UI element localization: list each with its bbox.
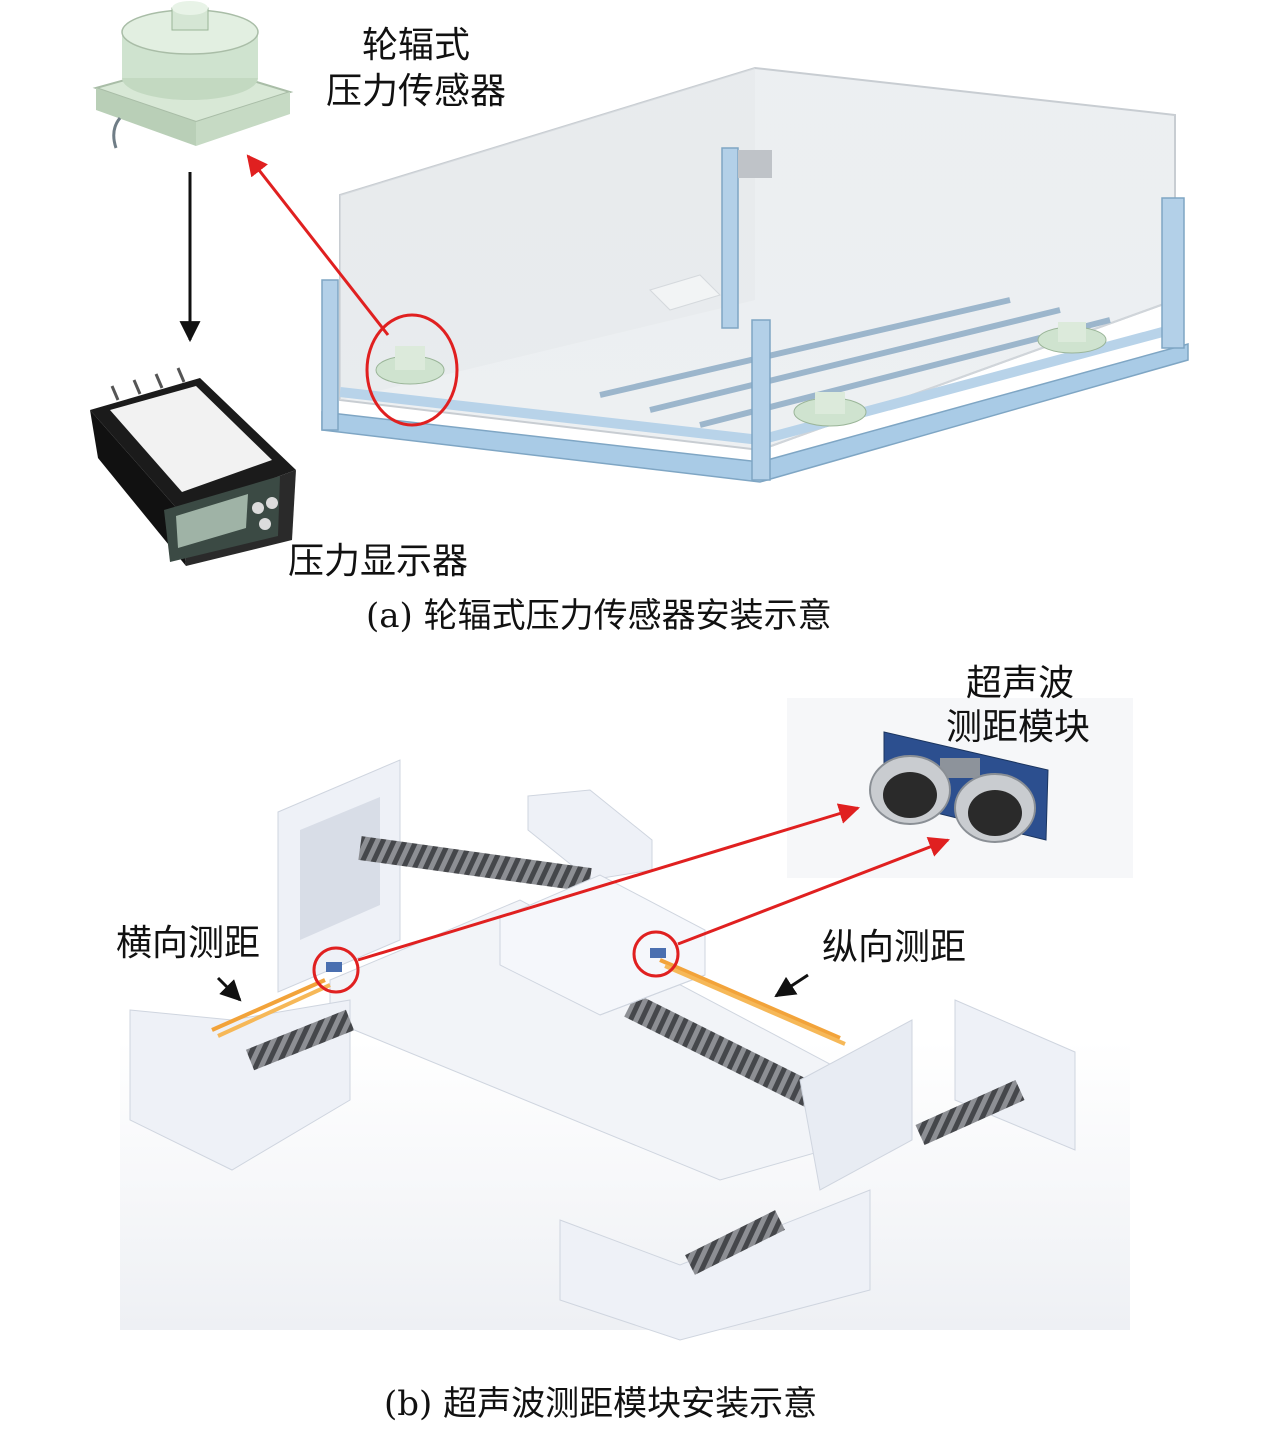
module-label-line2: 测距模块 <box>946 707 1091 748</box>
rail-right <box>915 999 1076 1151</box>
rail-block-front-right <box>799 1019 913 1191</box>
pressure-display-illustration <box>90 367 296 566</box>
sensor-label-line1: 轮辐式 <box>362 25 471 66</box>
arrow-longitudinal-to-module <box>677 836 950 946</box>
panel-a <box>90 1 1189 566</box>
lateral-beam <box>211 978 331 1038</box>
arrow-lateral-to-module <box>357 803 861 962</box>
arrow-circle-to-sensor <box>246 154 390 336</box>
lateral-label: 横向测距 <box>116 923 261 964</box>
panel-b <box>120 698 1133 1341</box>
lateral-sensor <box>326 962 342 972</box>
longitudinal-label: 纵向测距 <box>822 927 967 968</box>
caption-a: (a) 轮辐式压力传感器安装示意 <box>366 596 832 636</box>
sensor-label-line2: 压力传感器 <box>326 71 507 112</box>
arrow-lateral-label <box>216 976 242 1002</box>
longitudinal-sensor <box>650 948 666 958</box>
caption-b: (b) 超声波测距模块安装示意 <box>384 1384 818 1424</box>
display-label: 压力显示器 <box>288 541 469 582</box>
rail-block-back-left <box>277 759 401 993</box>
slider-block <box>499 874 706 1016</box>
spoke-load-cell-illustration <box>92 1 294 149</box>
lateral-sensor-circle <box>312 946 360 994</box>
rail-front <box>559 1189 871 1341</box>
tank-frame-illustration <box>321 66 1189 483</box>
longitudinal-sensor-circle <box>632 930 680 978</box>
module-label-line1: 超声波 <box>966 663 1075 704</box>
longitudinal-beam <box>659 958 846 1046</box>
ultrasonic-module-inset <box>787 698 1133 878</box>
arrow-longitudinal-label <box>774 973 809 998</box>
sensor-highlight-circle <box>365 313 459 427</box>
